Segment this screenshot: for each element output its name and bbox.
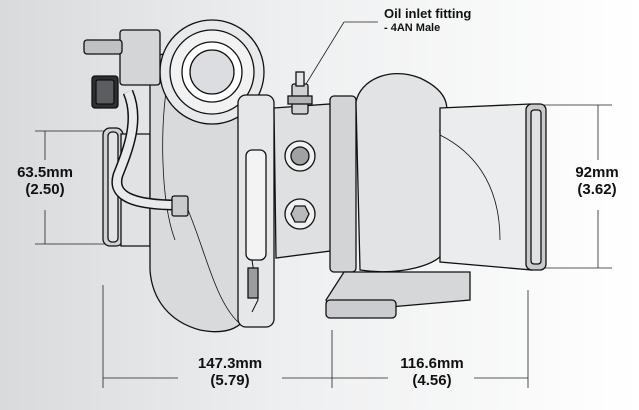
oil-inlet-callout: Oil inlet fitting - 4AN Male: [384, 6, 472, 35]
dimension-length-turbine-mm: 116.6mm: [400, 355, 464, 372]
dimension-length-compressor: 147.3mm (5.79): [180, 355, 280, 390]
dimension-lines: [35, 21, 612, 388]
callout-title: Oil inlet fitting: [384, 6, 472, 21]
dimension-length-compressor-mm: 147.3mm: [197, 355, 263, 372]
dimension-length-turbine: 116.6mm (4.56): [382, 355, 482, 390]
dimension-length-compressor-in: (5.79): [210, 372, 250, 390]
turbine-housing: [325, 73, 547, 319]
dimension-length-turbine-in: (4.56): [412, 372, 452, 390]
dimension-outlet-mm: 92mm: [575, 164, 619, 181]
dimension-inlet-mm: 63.5mm: [17, 164, 73, 181]
dimension-outlet: 92mm (3.62): [556, 164, 638, 199]
dimension-inlet: 63.5mm (2.50): [4, 164, 86, 199]
center-housing: [237, 71, 339, 328]
dimension-inlet-in: (2.50): [25, 181, 65, 199]
dimension-outlet-in: (3.62): [577, 181, 617, 199]
callout-subtitle: - 4AN Male: [384, 21, 441, 34]
compressor-housing: [83, 19, 265, 333]
